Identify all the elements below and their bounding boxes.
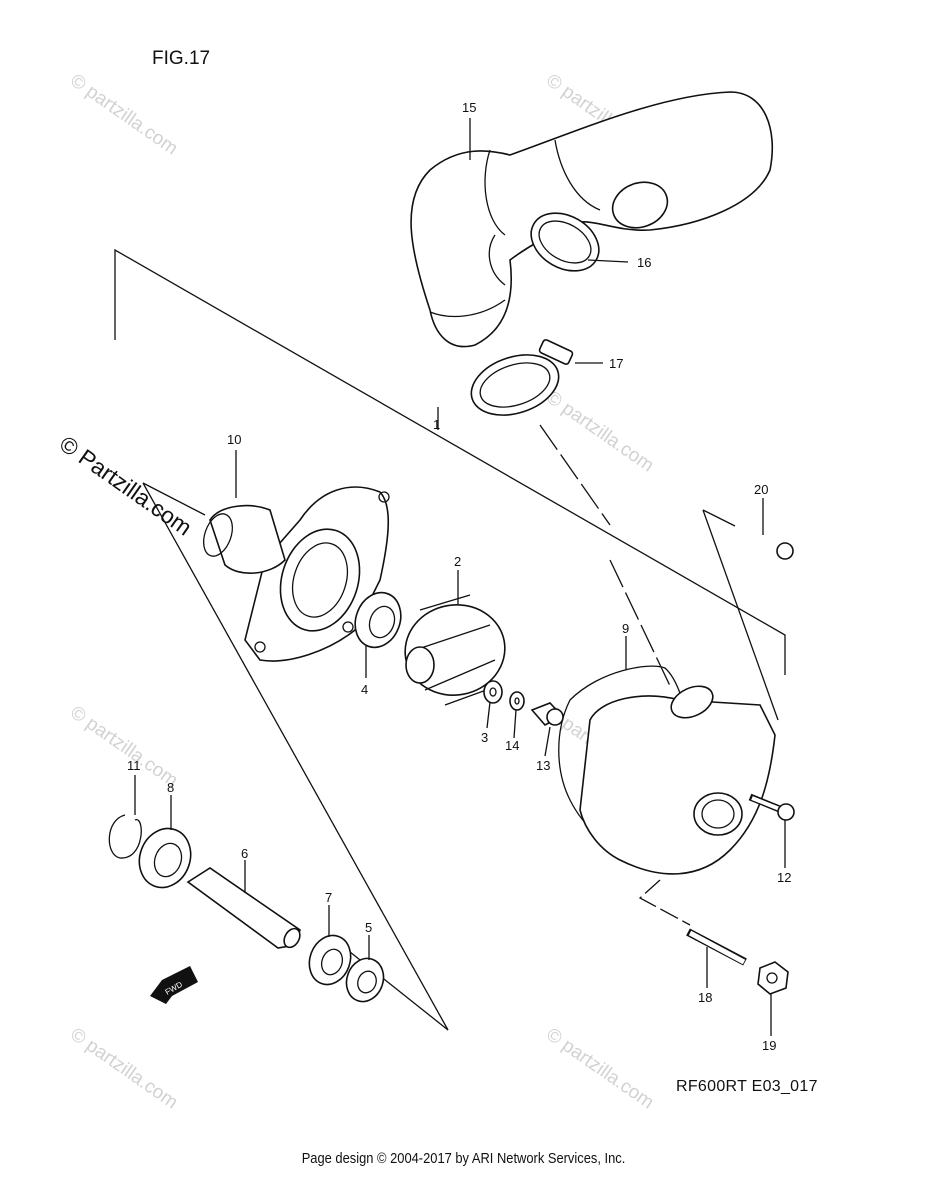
bearing-7 [308, 934, 352, 986]
page-footer: Page design © 2004-2017 by ARI Network S… [301, 1150, 626, 1167]
radiator-hose [410, 91, 774, 348]
bolt-20 [732, 524, 794, 560]
callout-3: 3 [481, 730, 488, 745]
fwd-arrow-icon: FWD [150, 966, 198, 1004]
callout-5: 5 [365, 920, 372, 935]
pump-cover [558, 665, 776, 875]
callout-6: 6 [241, 846, 248, 861]
stud-bolt-18 [686, 928, 747, 966]
hose-clamp-lower [470, 339, 603, 416]
callout-1: 1 [433, 417, 440, 432]
callout-7: 7 [325, 890, 332, 905]
callout-14: 14 [505, 738, 519, 753]
leader-lines [134, 118, 786, 1036]
callout-12: 12 [777, 870, 791, 885]
diagram-code: RF600RT E03_017 [676, 1078, 818, 1095]
callout-18: 18 [698, 990, 712, 1005]
callout-16: 16 [637, 255, 651, 270]
assembly-bracket [114, 248, 786, 1031]
bolt-12 [748, 793, 795, 821]
callout-19: 19 [762, 1038, 776, 1053]
oil-seal-5 [345, 957, 385, 1003]
impeller [404, 594, 506, 706]
washer-3 [483, 680, 503, 704]
callout-8: 8 [167, 780, 174, 795]
callout-11: 11 [127, 758, 141, 773]
callout-4: 4 [361, 682, 368, 697]
pump-shaft [186, 867, 301, 949]
callout-17: 17 [609, 356, 623, 371]
figure-title: FIG.17 [152, 48, 211, 69]
hose-clamp-upper [530, 212, 629, 272]
callout-15: 15 [462, 100, 476, 115]
callout-2: 2 [454, 554, 461, 569]
mechanical-seal [354, 591, 402, 649]
bearing-8 [138, 827, 192, 889]
callout-13: 13 [536, 758, 550, 773]
nut-19 [757, 961, 789, 995]
bolt-13 [530, 702, 564, 727]
washer-14 [509, 691, 525, 711]
pump-housing [203, 486, 390, 662]
callout-labels: 1 2 3 4 5 6 7 8 9 10 11 12 13 14 15 16 1… [127, 100, 791, 1053]
callout-10: 10 [227, 432, 241, 447]
circlip [108, 814, 142, 859]
callout-9: 9 [622, 621, 629, 636]
callout-20: 20 [754, 482, 768, 497]
